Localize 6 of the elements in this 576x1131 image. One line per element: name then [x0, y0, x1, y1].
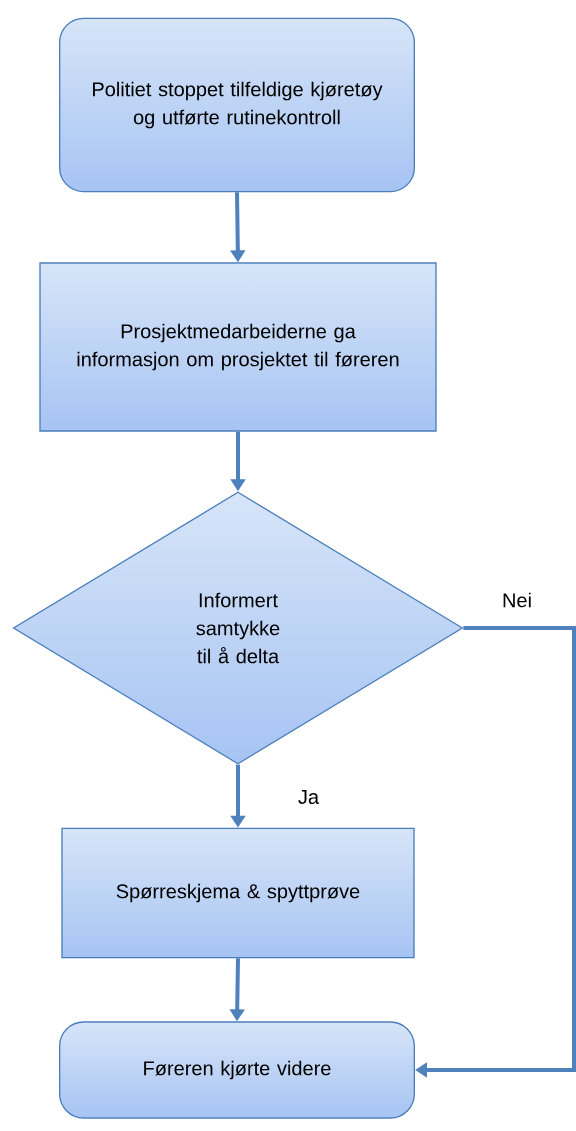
edge-label: Ja	[295, 787, 322, 807]
process-box: Spørreskjema & spyttprøve	[61, 827, 415, 959]
rounded-box: Politiet stoppet tilfeldige kjøretøy og utførte rutinekontroll	[59, 17, 415, 193]
process-box: Prosjektmedarbeiderne ga informasjon om prosjektet til føreren	[39, 262, 437, 432]
rounded-box: Føreren kjørte videre	[59, 1021, 415, 1119]
edge-label: Nei	[499, 590, 535, 610]
